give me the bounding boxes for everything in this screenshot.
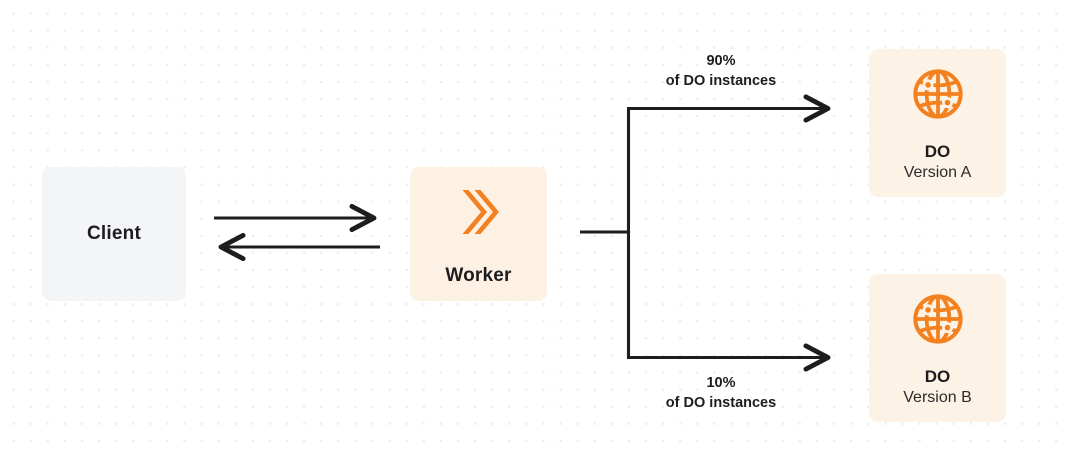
edge-label-do-b-percent: 10%	[706, 375, 736, 391]
edge-label-do-b-text: of DO instances	[665, 394, 777, 411]
node-client-label: Client	[87, 222, 141, 244]
globe-icon	[909, 290, 967, 353]
edge-label-do-b: 10% of DO instances	[628, 374, 814, 413]
edge-label-do-a: 90% of DO instances	[628, 52, 814, 91]
node-do-version-a[interactable]: DO Version A	[869, 49, 1006, 197]
node-worker-label: Worker	[445, 265, 512, 287]
node-client[interactable]: Client	[42, 167, 186, 301]
node-do-a-label: DO	[924, 141, 951, 161]
node-do-a-sublabel: Version A	[903, 163, 972, 181]
globe-icon	[909, 65, 967, 128]
edge-label-do-a-text: of DO instances	[665, 72, 777, 89]
node-do-version-b[interactable]: DO Version B	[869, 274, 1006, 422]
node-do-b-label: DO	[924, 366, 951, 386]
node-do-b-sublabel: Version B	[903, 388, 972, 406]
node-worker[interactable]: Worker	[410, 167, 547, 301]
cloudflare-workers-icon	[447, 180, 511, 249]
edge-label-do-a-percent: 90%	[706, 53, 736, 69]
